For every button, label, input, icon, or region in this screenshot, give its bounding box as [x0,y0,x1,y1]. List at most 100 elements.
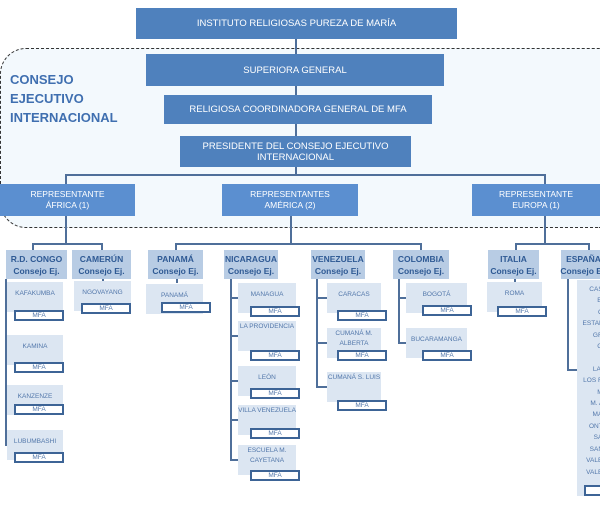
country-subtitle: Consejo Ej. [78,265,125,276]
mfa-badge: MFA [14,404,64,415]
connector [230,419,238,421]
center-node: CARACAS [327,283,381,313]
mfa-badge: MFA [14,452,64,463]
mfa-badge: MFA [422,350,472,361]
connector [230,380,238,382]
center-node: KAMINA [7,335,63,365]
mfa-badge: MFA [337,400,387,411]
connector [5,444,7,446]
list-item: SAN [593,434,600,442]
country-name: VENEZUELA [312,253,364,264]
country-name: CAMERÚN [79,253,124,264]
country-subtitle: Consejo Ej. [13,265,60,276]
country-name: COLOMBIA [397,253,445,264]
mfa-badge: MFA [14,362,64,373]
list-item: GR [597,343,600,351]
center-node: CUMANÁ S. LUIS [327,372,381,402]
connector [316,342,327,344]
connector [32,243,101,245]
representante-line1: REPRESENTANTE [499,189,573,199]
region-title-line: INTERNACIONAL [10,110,118,125]
mfa-badge: MFA [422,305,472,316]
connector [290,216,292,244]
top-node: INSTITUTO RELIGIOSAS PUREZA DE MARÍA [136,8,457,39]
connector [5,349,7,351]
representante-line2: AMÉRICA (2) [264,200,316,210]
connector [101,243,103,251]
connector [230,297,238,299]
region-title: CONSEJO EJECUTIVO INTERNACIONAL [10,70,118,127]
representante-line2: EUROPA (1) [512,200,560,210]
connector [230,335,238,337]
list-item: VALEN [586,468,600,476]
center-node: LA PROVIDENCIA [238,321,296,351]
connector [230,279,232,459]
list-item: IN [577,352,600,363]
mfa-badge: MFA [250,350,300,361]
country-subtitle: Consejo Ej. [397,265,445,276]
connector [175,243,420,245]
mfa-badge: MFA [250,470,300,481]
connector [230,459,238,461]
connector [316,279,318,386]
mfa-badge: MFA [337,310,387,321]
connector [65,174,67,184]
country-subtitle: Consejo Ej. [227,265,275,276]
list-item: CASA [589,286,600,293]
espana-children-list: CASABILCEESTABLGRAGRINLA CLOS REMAM. ALM… [577,280,600,496]
list-item: MAN [592,411,600,419]
country-name: R.D. CONGO [10,253,63,264]
connector [5,399,7,401]
list-item: VALEN [586,457,600,465]
presidente-node: PRESIDENTE DEL CONSEJO EJECUTIVO INTERNA… [180,136,411,167]
representante-line1: REPRESENTANTE [30,189,105,199]
connector [316,297,327,299]
connector [544,174,546,184]
list-item: M. AL [590,400,600,408]
list-item: LOS RE [583,377,600,385]
connector [567,279,569,371]
connector [588,243,590,251]
connector [515,243,517,251]
list-item: GRA [592,331,600,339]
connector [65,174,545,176]
country-subtitle: Consejo Ej. [490,265,537,276]
region-title-line: CONSEJO [10,72,74,87]
country-subtitle: Consejo Ej. [152,265,199,276]
mfa-badge: MFA [250,306,300,317]
list-item: SANT [589,445,600,453]
connector [398,279,400,342]
country-name: ESPAÑA [566,253,600,264]
mfa-badge: MFA [250,388,300,399]
representante-line1: REPRESENTANTES [250,189,330,199]
connector [5,279,7,444]
country-name: NICARAGUA [225,253,277,264]
list-item: BIL [597,297,600,305]
superiora-node: SUPERIORA GENERAL [146,54,444,86]
connector [65,216,67,244]
connector [544,216,546,244]
list-item: CE [577,307,600,318]
center-node: KAFAKUMBA [7,282,63,312]
country-name: PANAMÁ [157,253,194,264]
mfa-badge: MFA [497,306,547,317]
connector [175,243,177,251]
list-item: MA [597,388,600,396]
connector [32,243,34,251]
connector [316,386,327,388]
connector [515,243,588,245]
mfa-badge: MFA [337,350,387,361]
connector [398,342,406,344]
list-item: ONTE [588,422,600,430]
connector [567,369,577,371]
